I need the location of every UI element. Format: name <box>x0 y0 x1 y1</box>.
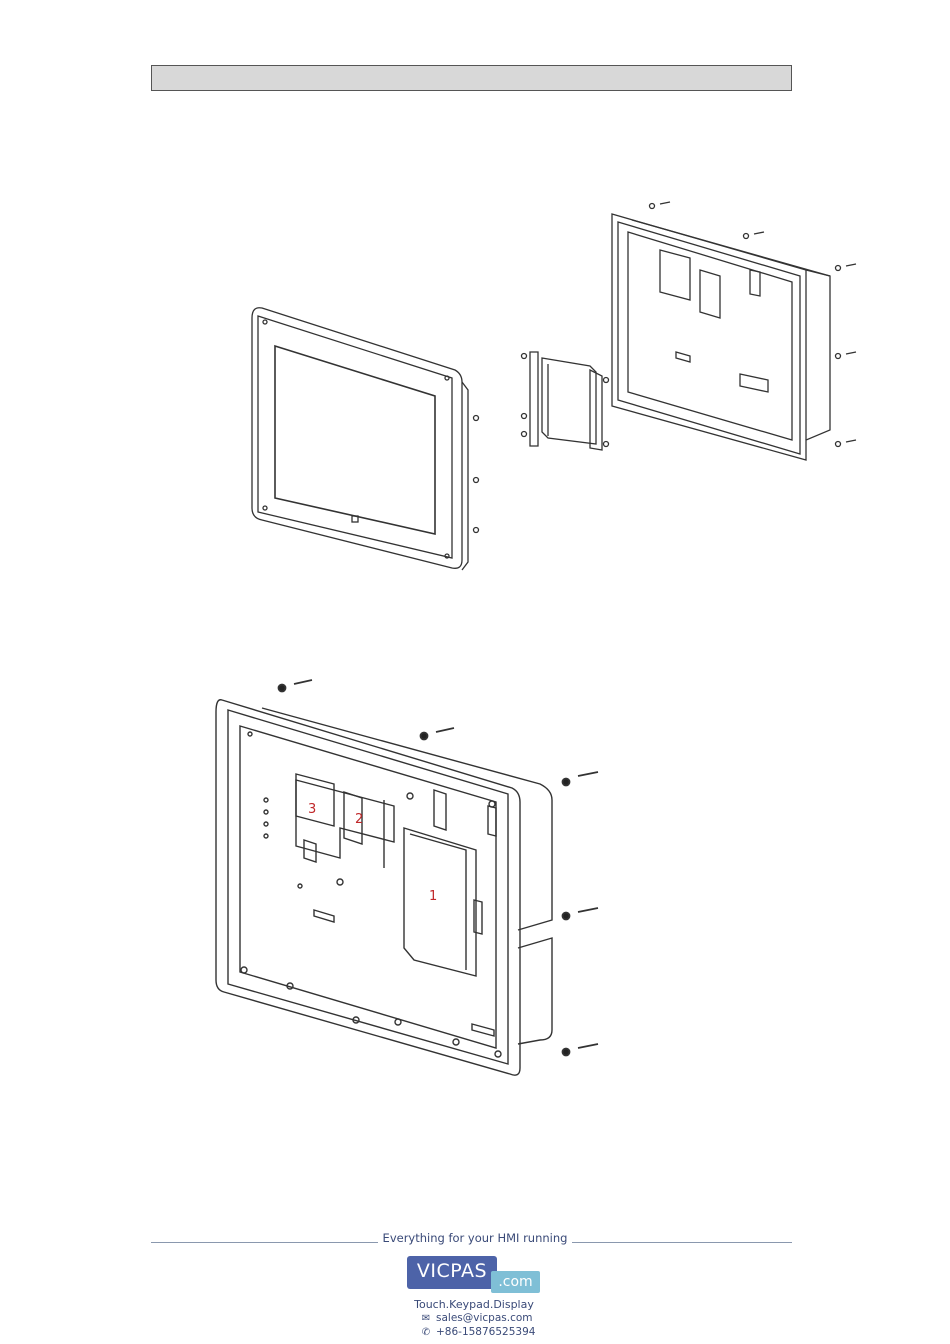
callout-3: 3 <box>308 802 316 817</box>
logo-suffix-text: .com <box>491 1271 540 1293</box>
footer-divider-right <box>572 1242 792 1243</box>
logo-main-text: VICPAS <box>407 1260 497 1282</box>
logo-suffix-box: .com <box>491 1271 540 1293</box>
footer-subtitle: Touch.Keypad.Display <box>404 1298 544 1311</box>
callout-2: 2 <box>355 812 363 827</box>
footer-email[interactable]: ✉ sales@vicpas.com <box>420 1312 533 1324</box>
vicpas-logo: VICPAS <box>407 1256 497 1289</box>
logo-registered-mark: ® <box>486 1256 495 1266</box>
email-text: sales@vicpas.com <box>436 1312 533 1324</box>
rear-assembly-diagram: 1 2 3 <box>0 0 950 1110</box>
envelope-icon: ✉ <box>420 1313 432 1324</box>
footer-tagline: Everything for your HMI running <box>378 1231 572 1245</box>
footer-phone[interactable]: ✆ +86-15876525394 <box>420 1326 535 1338</box>
callout-1: 1 <box>429 889 437 904</box>
rear-frame-outer <box>216 700 520 1075</box>
phone-text: +86-15876525394 <box>436 1326 535 1338</box>
whatsapp-icon: ✆ <box>420 1327 432 1338</box>
footer-divider-left <box>151 1242 378 1243</box>
